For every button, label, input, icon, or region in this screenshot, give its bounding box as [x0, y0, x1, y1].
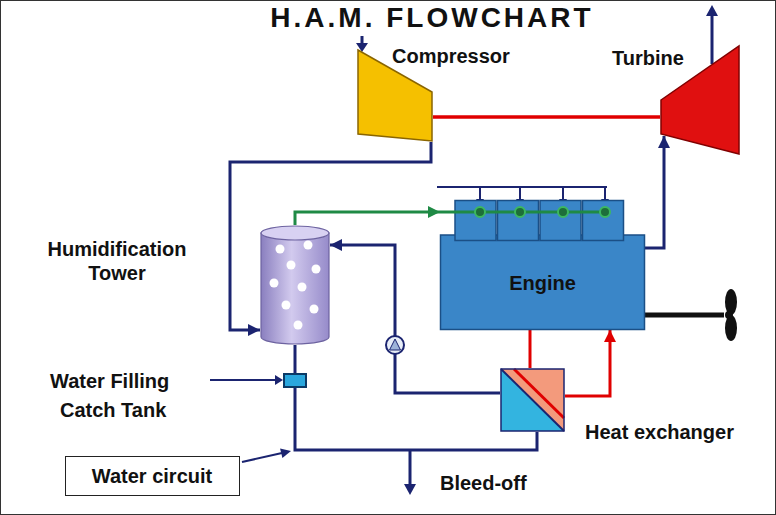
- tank-shape: [283, 373, 307, 388]
- propeller-shaft: [645, 313, 724, 318]
- bubble: [312, 265, 321, 274]
- bleed-off-line: [409, 450, 412, 485]
- bubble: [270, 279, 279, 288]
- humid-air-line: [295, 212, 440, 225]
- engine-body: [441, 235, 645, 330]
- shaft-or-coolant-line: [529, 330, 532, 368]
- water-circuit-box-label: Water circuit: [92, 464, 212, 488]
- engine-block: Engine: [440, 200, 645, 330]
- compressor-label: Compressor: [392, 44, 510, 68]
- fuel-drop: [562, 187, 564, 200]
- bleed-off-head: [404, 484, 416, 495]
- cylinder-head: [540, 201, 581, 241]
- exchanger-outline: [501, 369, 564, 431]
- diagram-title: H.A.M. FLOWCHART: [232, 2, 632, 34]
- tank-body: [284, 374, 306, 387]
- hot-channel: [514, 369, 564, 418]
- pump-triangle: [390, 339, 401, 350]
- cylinder-head: [583, 201, 624, 241]
- tower-top: [261, 226, 329, 240]
- exhaust-line: [711, 15, 714, 64]
- bubble: [276, 245, 285, 254]
- catch-tank: Catch Tank: [283, 373, 307, 388]
- shaft-or-coolant-line: [565, 330, 610, 396]
- turbine: Turbine: [660, 45, 740, 155]
- cold-side: [501, 369, 564, 431]
- tower-shape: [260, 225, 330, 345]
- filling-arrow: [210, 379, 276, 381]
- bubble: [282, 301, 291, 310]
- circuit-pointer-head: [280, 448, 291, 458]
- water-circuit-box: Water circuit: [65, 456, 240, 496]
- cylinder-head: [455, 201, 496, 241]
- exhaust-head: [706, 5, 718, 16]
- cylinder-head: [498, 201, 539, 241]
- heat-exchanger-label: Heat exchanger: [585, 420, 734, 444]
- flow-line: [645, 136, 664, 248]
- bubble: [310, 305, 319, 314]
- air-inlet-line: [361, 36, 364, 44]
- bubble: [287, 261, 296, 270]
- injector: [558, 207, 568, 217]
- humidification-tower: Humidification Tower: [260, 225, 330, 345]
- bubble: [298, 283, 307, 292]
- engine-block-label: Engine: [509, 271, 576, 295]
- fuel-rail: [437, 186, 607, 188]
- propeller-blade: [725, 289, 737, 315]
- compressor: Compressor: [357, 48, 433, 142]
- heat-exchanger: Heat exchanger: [500, 368, 565, 432]
- fuel-drop: [519, 187, 521, 200]
- hot-side: [501, 369, 564, 431]
- pump-symbol: [386, 336, 404, 354]
- outlet-label: Bleed-off: [440, 471, 527, 495]
- divider: [501, 369, 564, 431]
- turbine-label: Turbine: [612, 46, 684, 70]
- injector: [475, 207, 485, 217]
- fuel-drop: [479, 187, 481, 200]
- fuel-drop: [604, 187, 606, 200]
- shaft-or-coolant-line: [433, 115, 660, 119]
- propeller-blade: [725, 315, 737, 341]
- hx-shape: [500, 368, 565, 432]
- bubble: [294, 321, 303, 330]
- injector: [600, 207, 610, 217]
- filling-arrow-head: [275, 375, 283, 385]
- flow-line: [294, 345, 297, 373]
- engine-shape: [440, 200, 645, 330]
- propeller-hub: [725, 311, 733, 319]
- injector: [515, 207, 525, 217]
- flow-line: [230, 142, 431, 330]
- catch-tank-label: Catch Tank: [60, 398, 166, 422]
- circuit-pointer: [242, 453, 282, 462]
- humidification-tower-label: Humidification Tower: [32, 237, 202, 285]
- bubble: [304, 241, 313, 250]
- tower-body: [261, 233, 329, 344]
- inlet-label: Water Filling: [50, 369, 169, 393]
